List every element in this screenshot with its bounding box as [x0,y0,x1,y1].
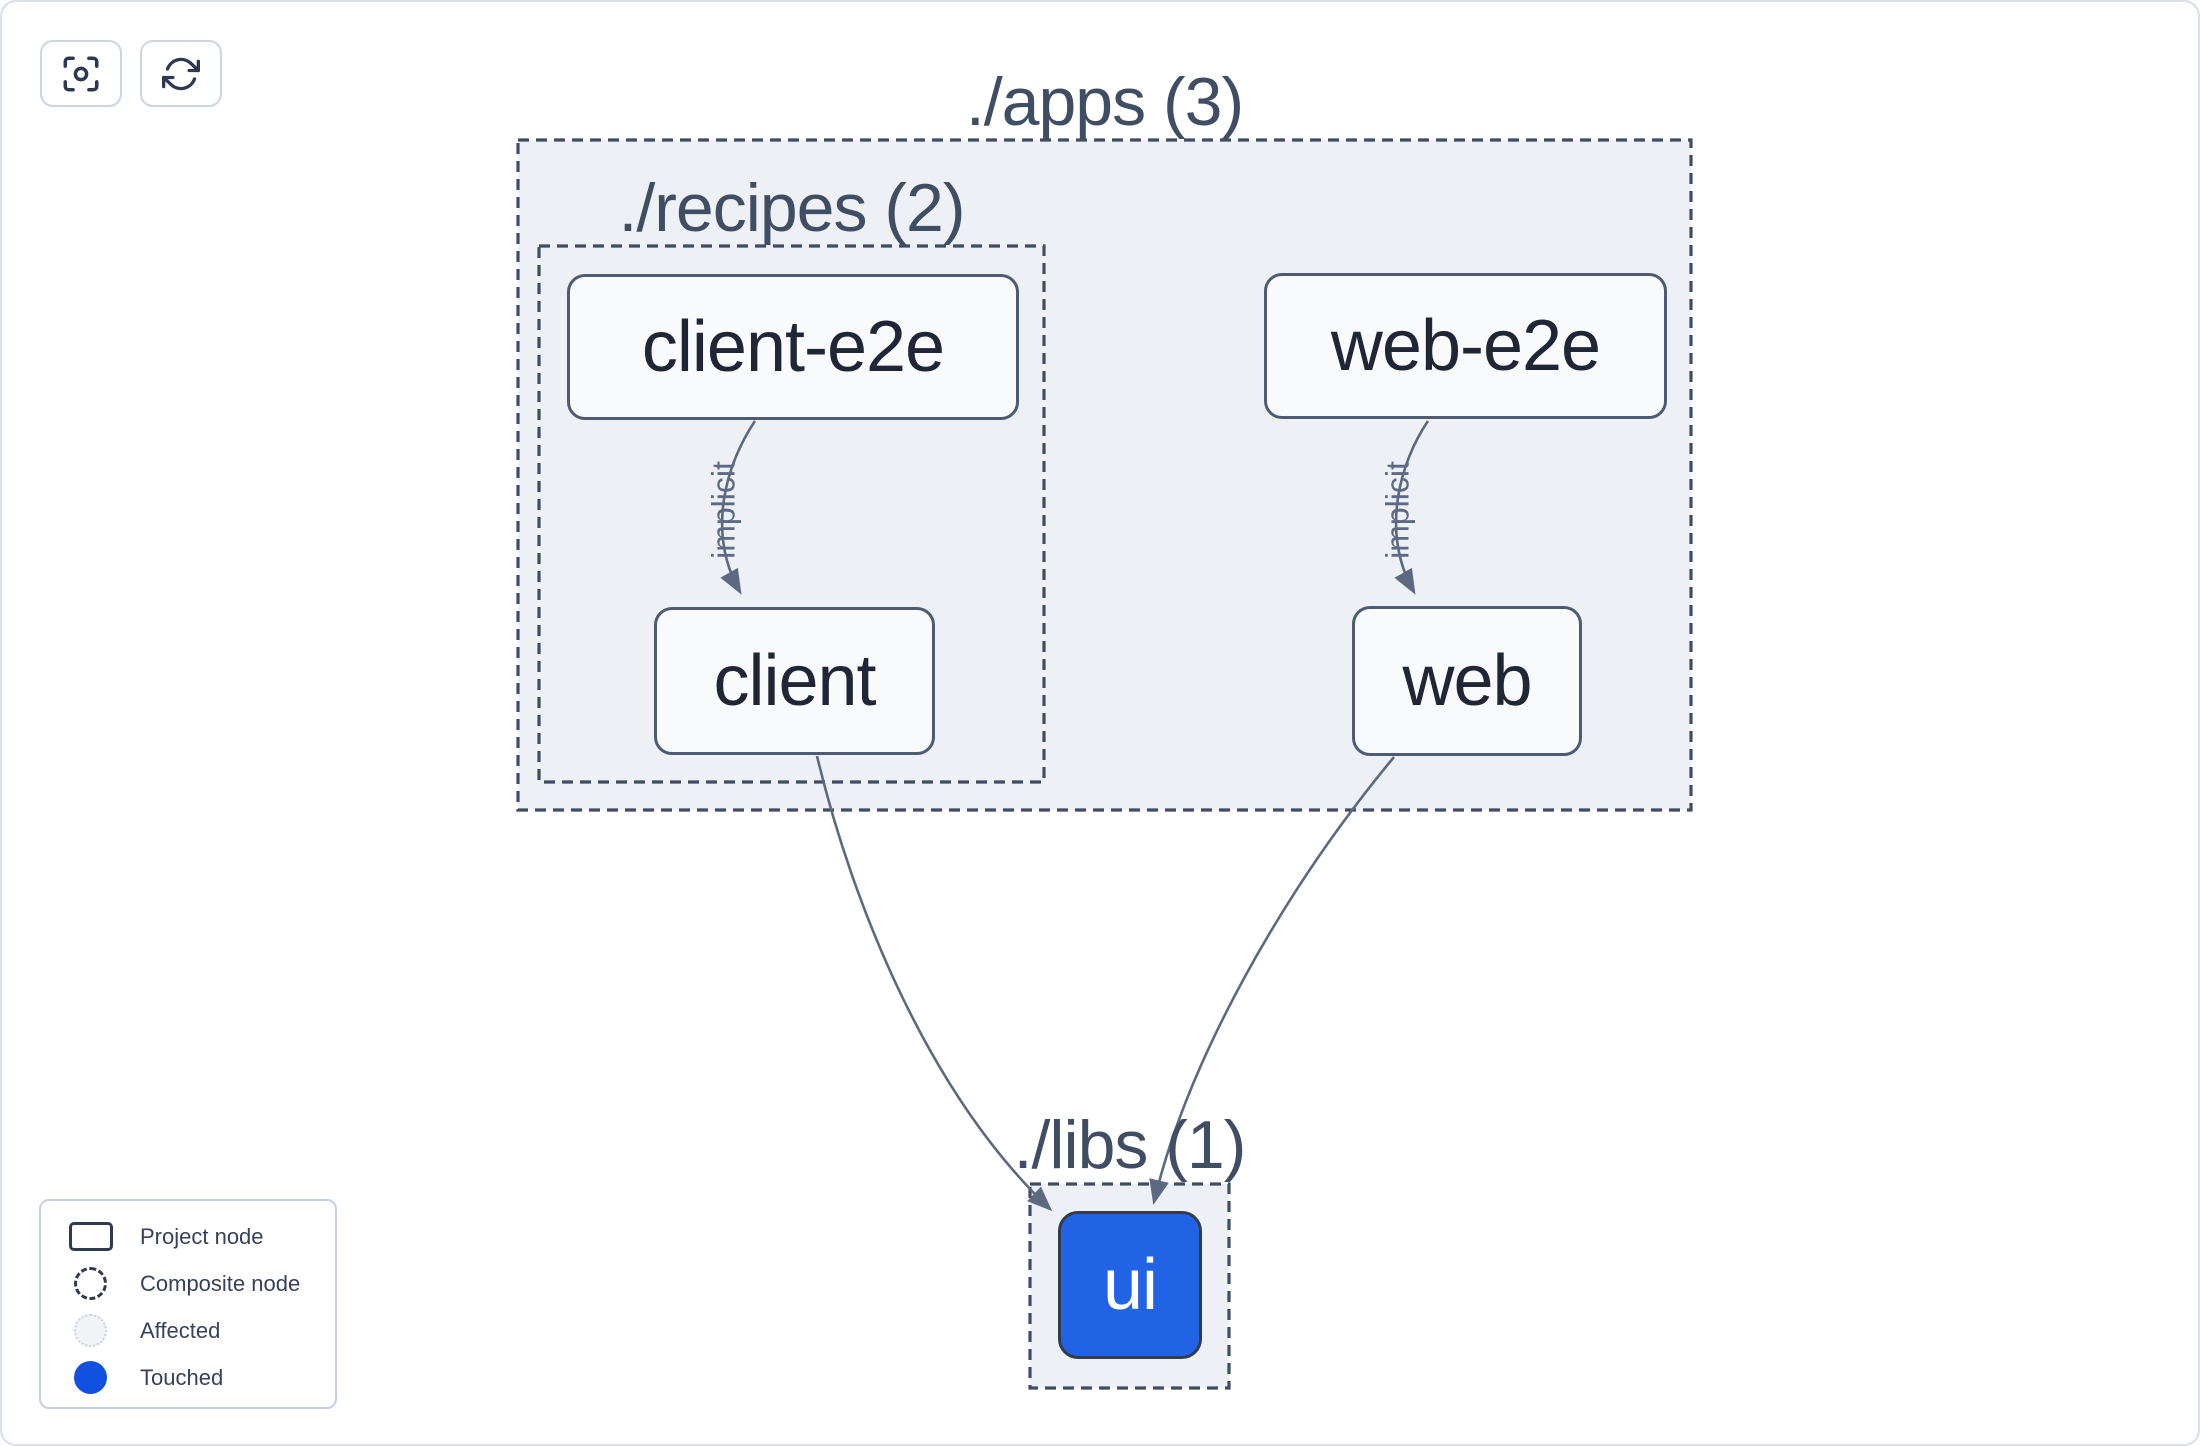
edge-label-implicit-client: implicit [705,461,742,559]
edge-label-implicit-web: implicit [1379,461,1416,559]
legend-label-affected: Affected [140,1317,221,1343]
legend-label-touched: Touched [140,1364,224,1390]
legend-row-affected: Affected [41,1307,335,1354]
legend-row-project-node: Project node [41,1213,335,1260]
legend-row-composite-node: Composite node [41,1260,335,1307]
legend-row-touched: Touched [41,1354,335,1401]
node-client-e2e[interactable]: client-e2e [567,274,1019,420]
composite-node-swatch-icon [74,1267,107,1300]
refresh-button[interactable] [140,40,222,107]
refresh-icon [162,57,200,90]
composite-label-recipes[interactable]: ./recipes (2) [618,170,966,246]
focus-button[interactable] [40,40,122,107]
node-ui[interactable]: ui [1058,1211,1202,1359]
legend: Project node Composite node Affected Tou… [39,1199,337,1409]
affected-swatch-icon [74,1314,107,1347]
node-web-e2e[interactable]: web-e2e [1264,273,1667,419]
legend-label-project-node: Project node [140,1223,264,1249]
composite-label-apps[interactable]: ./apps (3) [965,64,1244,140]
graph-toolbar [40,40,222,107]
touched-swatch-icon [74,1361,107,1394]
legend-label-composite-node: Composite node [140,1270,301,1296]
composite-label-libs[interactable]: ./libs (1) [1013,1107,1247,1183]
node-web[interactable]: web [1352,606,1582,756]
focus-icon [63,56,99,91]
node-client[interactable]: client [654,607,935,755]
project-node-swatch-icon [68,1222,113,1251]
